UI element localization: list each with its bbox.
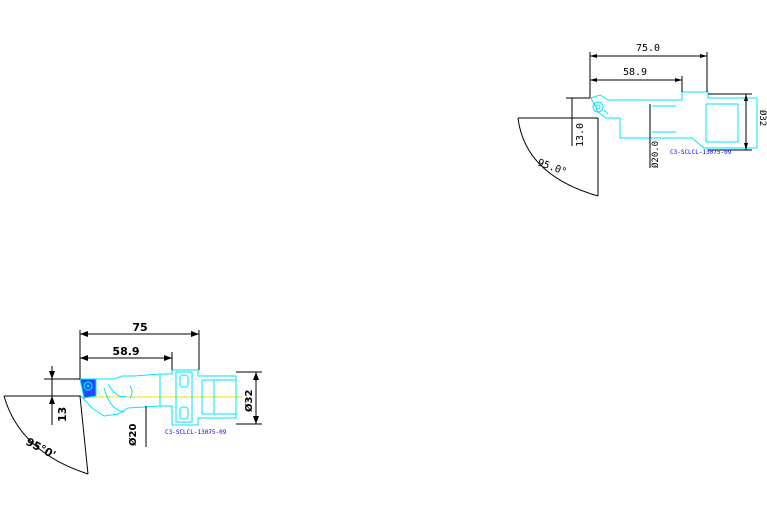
top-offset-label: 13.0 bbox=[575, 123, 586, 147]
top-part-number-label: C3-SCLCL-13075-09 bbox=[670, 149, 732, 156]
bottom-dimension-lines bbox=[3, 330, 262, 475]
bottom-shank-diameter-label: Ø32 bbox=[243, 390, 255, 412]
bottom-insert bbox=[79, 378, 97, 399]
top-dimension-lines bbox=[517, 52, 752, 197]
bottom-offset-label: 13 bbox=[56, 407, 69, 422]
bottom-insert-length-label: 58.9 bbox=[112, 345, 139, 358]
top-insert bbox=[592, 101, 609, 115]
bottom-tool-drawing: 75 58.9 13 Ø20 Ø32 95°0' C3-SCLCL-13075-… bbox=[3, 321, 262, 475]
top-insert-length-label: 58.9 bbox=[623, 67, 647, 78]
top-dimension-arrows bbox=[590, 54, 748, 150]
top-tool-drawing: 75.0 58.9 13.0 Ø20.0 Ø32 95.0° C3-SCLCL-… bbox=[517, 43, 767, 197]
top-tool-outline bbox=[590, 91, 758, 149]
bottom-dimension-arrows bbox=[49, 331, 259, 424]
bottom-part-number-label: C3-SCLCL-13075-09 bbox=[165, 429, 227, 436]
bottom-neck-diameter-label: Ø20 bbox=[127, 424, 139, 446]
top-overall-length-label: 75.0 bbox=[636, 43, 660, 54]
bottom-tool-outline bbox=[79, 369, 237, 426]
bottom-angle-label: 95°0' bbox=[24, 435, 58, 461]
bottom-overall-length-label: 75 bbox=[132, 321, 147, 334]
top-neck-diameter-label: Ø20.0 bbox=[650, 141, 661, 168]
top-shank-diameter-label: Ø32 bbox=[757, 110, 767, 126]
